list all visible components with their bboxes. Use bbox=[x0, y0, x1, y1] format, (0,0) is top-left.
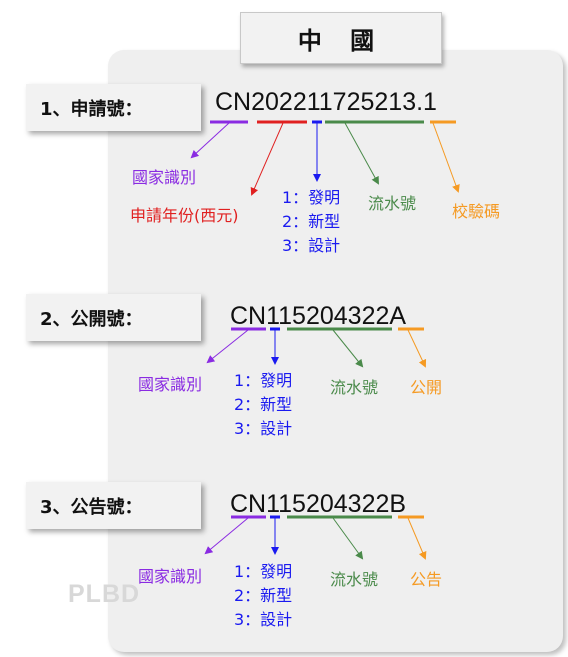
type-label-design: 3：設計 bbox=[234, 419, 293, 438]
type-label-utility: 2：新型 bbox=[234, 395, 293, 414]
country-code-label: 國家識別 bbox=[138, 567, 203, 586]
serial-number-label: 流水號 bbox=[368, 194, 417, 213]
section-label-application: 1、申請號： bbox=[26, 84, 201, 131]
publication-suffix-label: 公開 bbox=[410, 378, 443, 397]
application-number: CN202211725213.1 bbox=[215, 88, 437, 116]
content-panel bbox=[108, 50, 563, 652]
type-label-invention: 1：發明 bbox=[234, 371, 293, 390]
type-label-design: 3：設計 bbox=[234, 610, 293, 629]
country-code-label: 國家識別 bbox=[132, 168, 197, 187]
grant-number: CN115204322B bbox=[230, 490, 407, 518]
serial-number-label: 流水號 bbox=[330, 570, 379, 589]
grant-suffix-label: 公告 bbox=[410, 570, 443, 589]
type-label-invention: 1：發明 bbox=[234, 562, 293, 581]
section-label-grant: 3、公告號： bbox=[26, 482, 201, 529]
serial-number-label: 流水號 bbox=[330, 378, 379, 397]
publication-number: CN115204322A bbox=[230, 302, 407, 330]
filing-year-label: 申請年份(西元) bbox=[130, 206, 239, 225]
type-label-invention: 1：發明 bbox=[282, 188, 341, 207]
country-code-label: 國家識別 bbox=[138, 375, 203, 394]
type-label-utility: 2：新型 bbox=[282, 212, 341, 231]
section-label-publication: 2、公開號： bbox=[26, 294, 201, 341]
type-label-utility: 2：新型 bbox=[234, 586, 293, 605]
watermark: PLBD bbox=[68, 580, 141, 608]
check-digit-label: 校驗碼 bbox=[452, 202, 501, 221]
type-label-design: 3：設計 bbox=[282, 236, 341, 255]
page-title: 中 國 bbox=[240, 12, 442, 64]
